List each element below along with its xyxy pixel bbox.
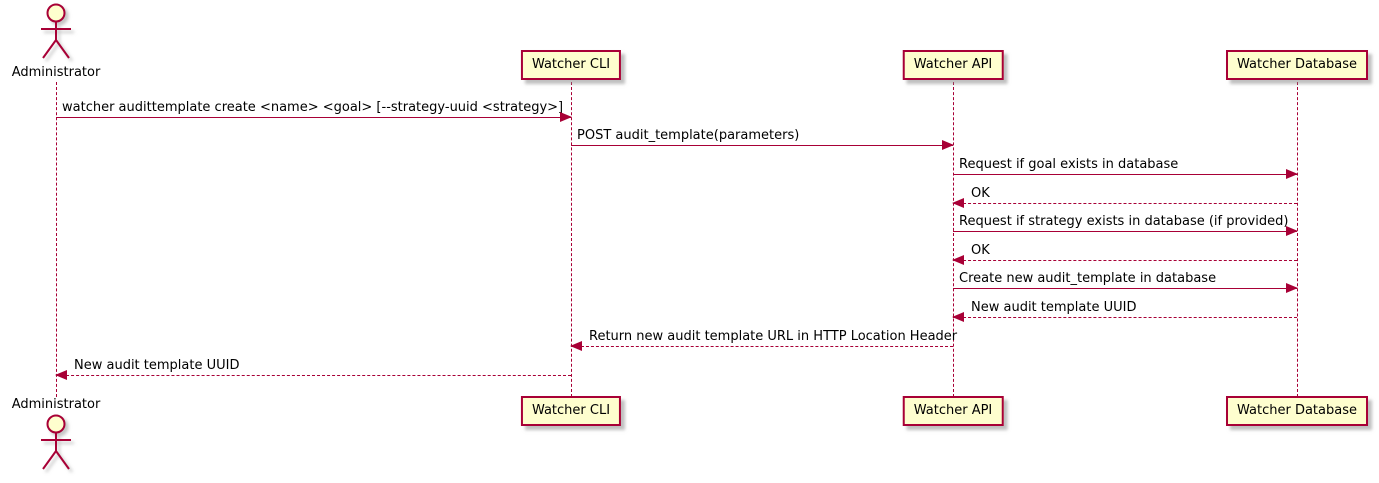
message-label-4: OK bbox=[971, 186, 990, 201]
lifeline-watcher_api bbox=[953, 82, 954, 397]
message-line-6 bbox=[952, 255, 1297, 265]
message-line-7 bbox=[953, 283, 1298, 293]
participant-bottom-watcher_cli: Watcher CLI bbox=[520, 396, 622, 426]
message-line-10 bbox=[55, 370, 571, 380]
lifeline-watcher_cli bbox=[571, 82, 572, 397]
arrowhead-icon bbox=[560, 112, 572, 122]
arrowhead-icon bbox=[570, 341, 582, 351]
message-label-5: Request if strategy exists in database (… bbox=[959, 214, 1289, 229]
message-10: New audit template UUID bbox=[55, 358, 571, 380]
arrowhead-icon bbox=[952, 312, 964, 322]
participant-top-watcher_database: Watcher Database bbox=[1226, 50, 1368, 80]
message-1: watcher audittemplate create <name> <goa… bbox=[56, 100, 572, 122]
message-line-4 bbox=[952, 198, 1297, 208]
arrowhead-icon bbox=[952, 255, 964, 265]
message-line-2 bbox=[571, 140, 954, 150]
message-label-6: OK bbox=[971, 243, 990, 258]
actor-label-bottom-administrator: Administrator bbox=[11, 397, 101, 412]
arrowhead-icon bbox=[1286, 226, 1298, 236]
actor-figure-top-administrator bbox=[34, 3, 78, 65]
actor-label-top-administrator: Administrator bbox=[11, 65, 101, 80]
arrowhead-icon bbox=[942, 140, 954, 150]
arrowhead-icon bbox=[952, 198, 964, 208]
actor-figure-bottom-administrator bbox=[34, 414, 78, 476]
message-line-8 bbox=[952, 312, 1297, 322]
participant-bottom-watcher_database: Watcher Database bbox=[1226, 396, 1368, 426]
lifeline-watcher_database bbox=[1297, 82, 1298, 397]
message-5: Request if strategy exists in database (… bbox=[953, 214, 1298, 236]
message-label-9: Return new audit template URL in HTTP Lo… bbox=[589, 329, 958, 344]
message-4: OK bbox=[952, 186, 1297, 208]
message-line-3 bbox=[953, 169, 1298, 179]
participant-top-watcher_cli: Watcher CLI bbox=[520, 50, 622, 80]
message-8: New audit template UUID bbox=[952, 300, 1297, 322]
message-9: Return new audit template URL in HTTP Lo… bbox=[570, 329, 958, 351]
arrowhead-icon bbox=[1286, 169, 1298, 179]
message-line-5 bbox=[953, 226, 1298, 236]
message-label-8: New audit template UUID bbox=[971, 300, 1137, 315]
message-6: OK bbox=[952, 243, 1297, 265]
message-label-7: Create new audit_template in database bbox=[959, 271, 1217, 286]
message-line-1 bbox=[56, 112, 572, 122]
arrowhead-icon bbox=[1286, 283, 1298, 293]
message-label-2: POST audit_template(parameters) bbox=[577, 128, 800, 143]
arrowhead-icon bbox=[55, 370, 67, 380]
message-label-10: New audit template UUID bbox=[74, 358, 240, 373]
message-2: POST audit_template(parameters) bbox=[571, 128, 954, 150]
participant-bottom-watcher_api: Watcher API bbox=[902, 396, 1004, 426]
message-line-9 bbox=[570, 341, 953, 351]
message-label-1: watcher audittemplate create <name> <goa… bbox=[62, 100, 564, 115]
message-3: Request if goal exists in database bbox=[953, 157, 1298, 179]
message-label-3: Request if goal exists in database bbox=[959, 157, 1179, 172]
participant-top-watcher_api: Watcher API bbox=[902, 50, 1004, 80]
lifeline-administrator bbox=[56, 82, 57, 397]
message-7: Create new audit_template in database bbox=[953, 271, 1298, 293]
